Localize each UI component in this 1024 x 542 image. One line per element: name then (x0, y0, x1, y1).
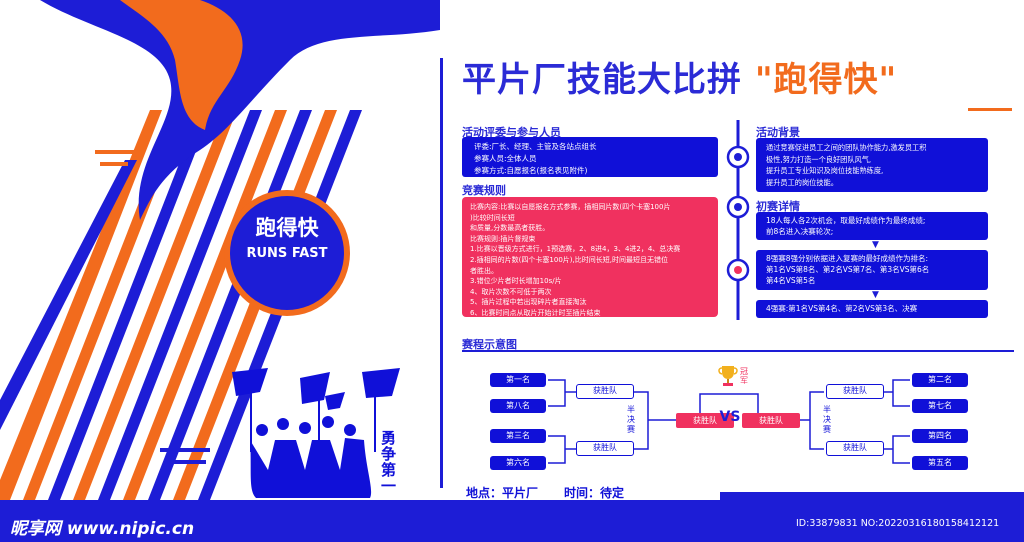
participants-line: 评委:厂长、经理、主管及各站点组长 (474, 142, 597, 151)
final-right-box: 获胜队 (742, 413, 800, 428)
rules-line: 和质量,分数最高者获胜。 (470, 224, 550, 233)
page-title: 平片厂技能大比拼 "跑得快" (462, 52, 897, 101)
vs-label: VS (719, 409, 741, 425)
rules-line: 3.错位少片者时长增加10s/片 (470, 277, 562, 286)
bottom-bar (0, 508, 1024, 542)
title-main: 平片厂技能大比拼 (462, 60, 742, 100)
badge-circle (230, 196, 344, 310)
down-arrow-icon: ▼ (872, 240, 879, 250)
bottom-accent-bar (720, 492, 1024, 500)
champion-label: 冠军 (740, 367, 748, 385)
title-highlight: "跑得快" (754, 60, 898, 100)
badge-title: 跑得快 (255, 216, 319, 240)
details-line: 第4名VS第5名 (766, 276, 816, 285)
rules-line: )比较时间长短 (470, 213, 515, 222)
watermark-id: ID:33879831 NO:20220316180158412121 (796, 518, 1000, 529)
seed-box: 第六名 (490, 456, 546, 470)
rules-line: 5、插片过程中若出现碎片者直接淘汰 (470, 298, 587, 307)
details-heading: 初赛详情 (756, 200, 800, 213)
seed-box: 第二名 (912, 373, 968, 387)
seed-box: 第八名 (490, 399, 546, 413)
location-text: 地点：平片厂 (466, 486, 539, 500)
timeline (726, 120, 750, 320)
participants-heading: 活动评委与参与人员 (462, 126, 561, 139)
details-box-1: 18人每人各2次机会，取最好成绩作为最终成绩; 前8名进入决赛轮次; (756, 212, 988, 240)
bottom-stripe (0, 500, 1024, 508)
seed-box: 第七名 (912, 399, 968, 413)
vertical-divider (440, 58, 443, 488)
background-line: 提升员工专业知识及岗位技能熟练度, (766, 166, 884, 175)
rules-line: 比赛规则:插片督规束 (470, 234, 536, 243)
details-box-3: 4强赛:第1名VS第4名、第2名VS第3名、决赛 (756, 300, 988, 318)
rules-heading: 竞赛规则 (462, 184, 506, 197)
rules-line: 者胜出。 (470, 266, 498, 275)
timeline-dot-icon (726, 195, 750, 219)
background-heading: 活动背景 (756, 126, 800, 139)
flag-blue-shape (0, 0, 440, 220)
winner-box: 获胜队 (826, 441, 884, 456)
participants-line: 参赛人员:全体人员 (474, 154, 537, 163)
slogan-vertical: 勇争第一 (379, 430, 397, 494)
winner-box: 获胜队 (826, 384, 884, 399)
rules-line: 6、比赛时间点从取片开始计时至插片结束 (470, 308, 601, 317)
time-text: 时间：待定 (564, 486, 625, 500)
details-line: 18人每人各2次机会，取最好成绩作为最终成绩; (766, 216, 926, 225)
details-line: 4强赛:第1名VS第4名、第2名VS第3名、决赛 (766, 304, 918, 313)
background-box: 通过竞赛促进员工之间的团队协作能力,激发员工积 极性,努力打造一个良好团队风气,… (756, 138, 988, 192)
final-left-box: 获胜队 (676, 413, 734, 428)
rules-line: 2.插相同的片数(四个卡塞100片),比时间长短,时间最短且无错位 (470, 255, 668, 264)
seed-box: 第四名 (912, 429, 968, 443)
participants-box: 评委:厂长、经理、主管及各站点组长 参赛人员:全体人员 参赛方式:自愿报名(报名… (462, 137, 718, 177)
rules-line: 比赛内容:比赛以自愿报名方式参赛，插相同片数(四个卡塞100片 (470, 203, 671, 211)
background-line: 极性,努力打造一个良好团队风气, (766, 154, 872, 164)
details-line: 第1名VS第8名、第2名VS第7名、第3名VS第6名 (766, 265, 930, 274)
badge-subtitle: RUNS FAST (246, 246, 328, 261)
flag-orange-shape (120, 0, 243, 130)
details-line: 8强赛8强分别依据进入复赛的最好成绩作为排名: (766, 254, 929, 263)
background-line: 通过竞赛促进员工之间的团队协作能力,激发员工积 (766, 143, 927, 152)
seed-box: 第一名 (490, 373, 546, 387)
semifinal-label: 半决赛 (627, 405, 635, 434)
bracket-heading: 赛程示意图 (462, 338, 517, 351)
timeline-dot-icon (726, 145, 750, 169)
seed-box: 第五名 (912, 456, 968, 470)
background-line: 提升员工的岗位技能。 (766, 177, 838, 187)
seed-box: 第三名 (490, 429, 546, 443)
rules-line: 4、取片次数不可低于两次 (470, 287, 552, 296)
decorative-stripes-art (0, 0, 440, 500)
title-underline (968, 108, 1012, 111)
crowd-with-flags-icon (232, 368, 400, 498)
semifinal-label: 半决赛 (823, 405, 831, 434)
details-line: 前8名进入决赛轮次; (766, 227, 834, 236)
bracket-heading-rule (462, 350, 1014, 352)
participants-line: 参赛方式:自愿报名(报名表见附件) (474, 166, 588, 175)
timeline-dot-icon (726, 258, 750, 282)
down-arrow-icon: ▼ (872, 290, 879, 300)
winner-box: 获胜队 (576, 384, 634, 399)
rules-line: 1.比赛以晋级方式进行，1预选赛，2、8进4，3、4进2，4、总决赛 (470, 245, 681, 254)
rules-box: 比赛内容:比赛以自愿报名方式参赛，插相同片数(四个卡塞100片 )比较时间长短 … (462, 197, 718, 317)
details-box-2: 8强赛8强分别依据进入复赛的最好成绩作为排名: 第1名VS第8名、第2名VS第7… (756, 250, 988, 290)
winner-box: 获胜队 (576, 441, 634, 456)
watermark-site: 昵享网 www.nipic.cn (10, 519, 195, 539)
trophy-icon (718, 366, 738, 386)
